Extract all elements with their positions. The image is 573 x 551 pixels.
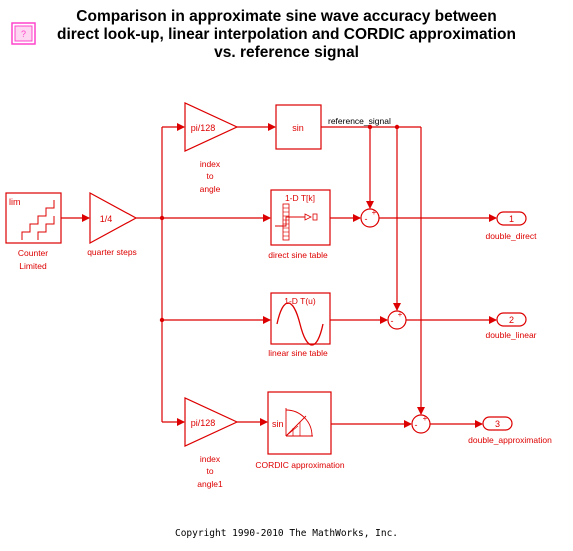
outport-3[interactable]: 3 (482, 416, 513, 431)
direct-sine-table-block[interactable]: 1-D T[k] (270, 189, 331, 246)
sum-linear-plus: + (398, 310, 403, 319)
sum-direct-minus: - (365, 214, 368, 224)
staircase-icon (21, 200, 55, 240)
linear-sine-table-block[interactable]: 1-D T(u) (270, 292, 331, 346)
cordic-sin-text: sin (272, 419, 284, 429)
outport-1[interactable]: 1 (496, 211, 527, 226)
gain2-label-2: to (206, 466, 213, 476)
gain2-label-3: angle1 (197, 479, 223, 489)
outport-3-number: 3 (495, 419, 500, 429)
title-line-3: vs. reference signal (214, 44, 359, 61)
cordic-icon (285, 408, 313, 437)
sum-approx-plus: + (423, 414, 428, 423)
sum-approximation[interactable]: + - (411, 414, 431, 434)
gain2-label-1: index (200, 454, 221, 464)
outport-3-label: double_approximation (468, 435, 552, 445)
outport-2-number: 2 (509, 315, 514, 325)
sum-approx-minus: - (415, 420, 418, 430)
quarter-steps-gain[interactable]: 1/4 (89, 191, 138, 245)
direct-table-label: direct sine table (268, 250, 328, 260)
help-block[interactable]: ? (11, 22, 36, 45)
index-to-angle-gain[interactable]: pi/128 (184, 102, 239, 152)
sum-direct-plus: + (372, 208, 377, 217)
quarter-gain-text: 1/4 (100, 214, 113, 224)
sin-block[interactable]: sin (275, 104, 322, 150)
quarter-steps-label: quarter steps (87, 247, 137, 257)
counter-label-1: Counter (18, 248, 48, 258)
sum-direct[interactable]: + - (360, 208, 380, 228)
copyright-notice: Copyright 1990-2010 The MathWorks, Inc. (174, 528, 399, 539)
title-line-1: Comparison in approximate sine wave accu… (76, 8, 497, 25)
cordic-approximation-block[interactable]: sin (267, 391, 332, 455)
linear-table-text: 1-D T(u) (284, 296, 316, 306)
gain1-label-2: to (206, 171, 213, 181)
outport-2[interactable]: 2 (496, 312, 527, 327)
linear-table-label: linear sine table (268, 348, 328, 358)
pi-gain2-text: pi/128 (191, 418, 216, 428)
branch-points (159, 124, 400, 323)
pi-gain-text: pi/128 (191, 123, 216, 133)
sum-linear-minus: - (391, 316, 394, 326)
counter-label-2: Limited (19, 261, 47, 271)
sum-linear[interactable]: + - (387, 310, 407, 330)
sin-text: sin (292, 123, 304, 133)
outport-1-number: 1 (509, 214, 514, 224)
outport-2-label: double_linear (485, 330, 536, 340)
signal-lines (61, 123, 497, 428)
gain1-label-3: angle (200, 184, 221, 194)
index-to-angle1-gain[interactable]: pi/128 (184, 397, 239, 447)
counter-limited-block[interactable]: lim (5, 192, 62, 244)
counter-glyph: lim (9, 197, 21, 207)
outport-1-label: double_direct (485, 231, 537, 241)
title-line-2: direct look-up, linear interpolation and… (56, 26, 516, 43)
sine-wave-icon (276, 302, 324, 346)
gain1-label-1: index (200, 159, 221, 169)
help-icon: ? (21, 29, 26, 39)
lookup-table-icon (275, 203, 318, 241)
reference-signal-label: reference_signal (328, 116, 391, 126)
cordic-label: CORDIC approximation (255, 460, 345, 470)
direct-table-text: 1-D T[k] (285, 193, 315, 203)
